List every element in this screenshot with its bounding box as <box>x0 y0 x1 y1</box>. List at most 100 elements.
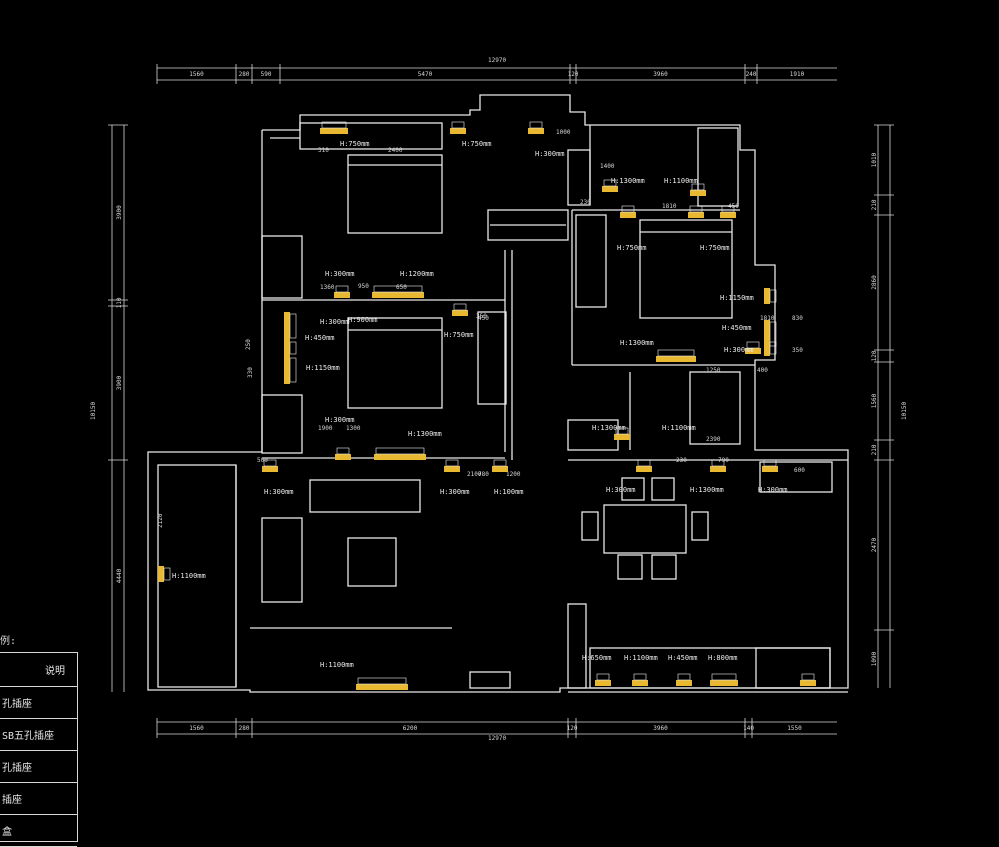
socket-symbol <box>320 121 348 134</box>
socket-symbol <box>450 121 466 134</box>
dim-right-segment: 2860 <box>871 275 878 290</box>
legend-row: 孔插座 <box>0 751 77 783</box>
dim-inner: 1200 <box>506 471 521 478</box>
dim-left-small: 2120 <box>157 513 164 528</box>
dim-top-segment: 3960 <box>653 71 668 78</box>
dim-top-segment: 1560 <box>189 71 204 78</box>
height-label: H:300mm <box>320 318 350 326</box>
height-label: H:1300mm <box>408 430 442 438</box>
dim-inner: 1300 <box>346 425 361 432</box>
dim-inner: 780 <box>478 471 489 478</box>
socket-symbol <box>284 340 297 356</box>
height-label: H:300mm <box>325 270 355 278</box>
socket-symbol <box>158 566 171 582</box>
dim-inner: 450 <box>478 315 489 322</box>
height-label: H:100mm <box>494 488 524 496</box>
dim-inner: 600 <box>794 467 805 474</box>
dimension-lines <box>108 64 894 738</box>
dim-inner: 350 <box>476 313 487 320</box>
socket-symbol <box>602 179 618 192</box>
dim-right-segment: 2470 <box>871 537 878 552</box>
dim-left-small: 250 <box>245 339 252 350</box>
dim-inner: 1000 <box>556 129 571 136</box>
dim-left-segment: 3900 <box>116 375 123 390</box>
height-label: H:1100mm <box>662 424 696 432</box>
socket-symbol <box>595 673 611 686</box>
dim-right-segment: 120 <box>871 350 878 361</box>
dim-inner: 230 <box>580 199 591 206</box>
dim-left-small: 330 <box>247 367 254 378</box>
height-label: H:300mm <box>325 416 355 424</box>
socket-symbol <box>800 673 816 686</box>
dim-top-segment: 5470 <box>418 71 433 78</box>
height-label: H:1300mm <box>690 486 724 494</box>
walls <box>147 94 849 693</box>
socket-symbol <box>356 677 408 690</box>
dim-inner: 1810 <box>662 203 677 210</box>
dim-inner: 400 <box>757 367 768 374</box>
socket-symbol <box>764 288 777 304</box>
height-label: H:750mm <box>340 140 370 148</box>
height-label: H:300mm <box>264 488 294 496</box>
socket-symbol <box>710 673 738 686</box>
socket-symbol <box>335 447 351 460</box>
dim-inner: 1400 <box>600 163 615 170</box>
dim-inner: 1250 <box>706 367 721 374</box>
socket-symbol <box>764 320 777 348</box>
socket-symbol <box>374 447 426 460</box>
socket-symbol <box>745 341 761 354</box>
socket-symbol <box>690 183 706 196</box>
socket-symbol <box>676 673 692 686</box>
dim-inner: 350 <box>792 347 803 354</box>
dim-inner: 1900 <box>318 425 333 432</box>
height-label: H:300mm <box>758 486 788 494</box>
dim-bottom-segment: 280 <box>239 725 250 732</box>
socket-symbol <box>372 285 424 298</box>
height-label: H:300mm <box>535 150 565 158</box>
dim-left-segment: 4440 <box>116 568 123 583</box>
dim-right-segment: 1560 <box>871 393 878 408</box>
dim-top-segment: 240 <box>746 71 757 78</box>
dim-left-total: 10150 <box>90 402 97 420</box>
dim-inner: 2390 <box>706 436 721 443</box>
height-label: H:750mm <box>444 331 474 339</box>
height-label: H:1100mm <box>172 572 206 580</box>
dim-inner: 310 <box>318 147 329 154</box>
height-label: H:750mm <box>617 244 647 252</box>
dim-left-segment: 3900 <box>116 205 123 220</box>
height-label: H:300mm <box>724 346 754 354</box>
socket-symbol <box>656 349 696 362</box>
socket-symbol <box>764 340 777 356</box>
dim-bottom-segment: 1550 <box>787 725 802 732</box>
legend-title: 例: <box>0 636 17 647</box>
height-label: H:1100mm <box>624 654 658 662</box>
socket-symbols <box>158 121 816 690</box>
dim-left-segment: 110 <box>116 297 123 308</box>
height-label: H:300mm <box>606 486 636 494</box>
socket-symbol <box>636 459 652 472</box>
dim-inner: 650 <box>396 284 407 291</box>
socket-symbol <box>710 459 726 472</box>
dim-inner: 830 <box>792 315 803 322</box>
height-label: H:900mm <box>348 316 378 324</box>
height-label: H:300mm <box>440 488 470 496</box>
dim-inner: 790 <box>718 457 729 464</box>
dim-inner: 500 <box>257 457 268 464</box>
dim-right-segment: 210 <box>871 444 878 455</box>
height-label: H:1300mm <box>611 177 645 185</box>
dim-bottom-segment: 120 <box>567 725 578 732</box>
dim-inner: 2100 <box>467 471 482 478</box>
socket-symbol <box>528 121 544 134</box>
socket-symbol <box>762 459 778 472</box>
dim-top-segment: 590 <box>261 71 272 78</box>
height-label: H:750mm <box>700 244 730 252</box>
socket-symbol <box>452 303 468 316</box>
dim-bottom-total: 12970 <box>488 735 506 742</box>
height-label: H:1300mm <box>620 339 654 347</box>
socket-symbol <box>632 673 648 686</box>
height-label: H:1150mm <box>306 364 340 372</box>
dim-top-segment: 280 <box>239 71 250 78</box>
legend-row: SB五孔插座 <box>0 719 77 751</box>
dim-inner: 1360 <box>320 284 335 291</box>
